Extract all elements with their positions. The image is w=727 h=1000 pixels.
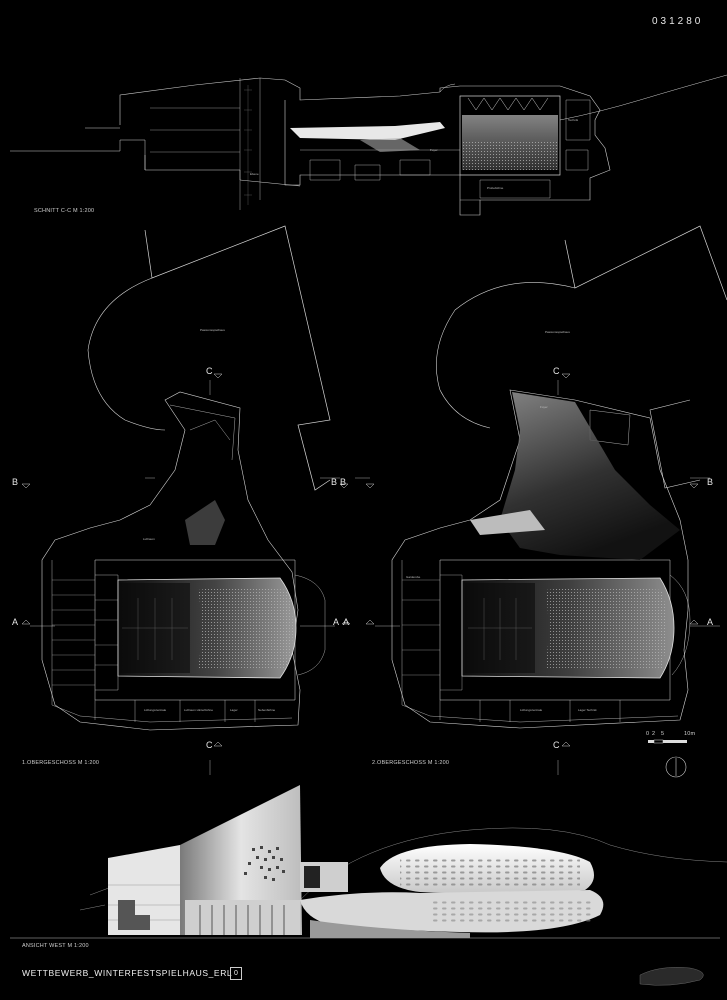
plan-left-room-label: Luftraum Hinterbühne (184, 708, 214, 712)
project-code: 031280 (652, 16, 704, 27)
plan-right-foyer (500, 392, 680, 560)
plan-right-landscape-label: Passionsspielhaus (545, 330, 570, 334)
scale-label-5: 5 (661, 731, 665, 737)
plan-right-marker-b-left: B (340, 477, 347, 487)
plan-left-stage-grid (122, 598, 188, 660)
plan-right-room-label: Lüftungszentrale (520, 708, 543, 712)
plan-left-drawing (30, 225, 340, 775)
elevation-caption: ANSICHT WEST M 1:200 (22, 943, 89, 949)
plan-left-marker-b-left: B (12, 477, 19, 487)
plan-right-drawing (355, 225, 727, 775)
plan-right-seating (545, 587, 667, 670)
plan-left-marker-a-left: A (12, 617, 19, 627)
plan-right-marker-a-right: A (707, 617, 714, 627)
plan-right-stair (470, 510, 545, 535)
plan-left-landscape-label: Passionsspielhaus (200, 328, 225, 332)
plan-left-seating (198, 587, 293, 670)
plan-right-stage-grid (468, 598, 532, 660)
section-cut-arrows (21, 373, 699, 747)
plan-right-marker-top: C (553, 366, 560, 376)
plan-left-stair (185, 500, 225, 545)
footer-vignette (639, 967, 704, 986)
plan-right-caption: 2.OBERGESCHOSS M 1:200 (372, 760, 450, 766)
north-arrow-icon (665, 756, 687, 778)
section-room-label: Foyer (430, 148, 438, 152)
section-room-label: Probebühne (487, 186, 504, 190)
section-seat-rows (462, 140, 558, 170)
plan-right-marker-a-left: A (343, 617, 350, 627)
plan-left-marker-b-right: B (331, 477, 338, 487)
plan-left-room-label: Luftraum (143, 537, 155, 541)
plan-left-caption: 1.OBERGESCHOSS M 1:200 (22, 760, 100, 766)
section-foyer-slab (290, 122, 445, 140)
section-stair (360, 138, 420, 152)
section-room-label: Technik (568, 118, 579, 122)
section-caption: SCHNITT C-C M 1:200 (34, 208, 95, 214)
plan-left-room-label: Lüftungszentrale (144, 708, 167, 712)
section-room-label: Ebene (250, 172, 259, 176)
section-drawing (10, 74, 727, 216)
section-level-ticks (244, 85, 252, 205)
plan-right-marker-b-right: B (707, 477, 714, 487)
plan-left-marker-bottom: C (206, 740, 213, 750)
plan-left-marker-top: C (206, 366, 213, 376)
scale-label-0: 0 (646, 731, 650, 737)
scale-bar (648, 739, 687, 744)
plan-left-marker-a-right: A (333, 617, 340, 627)
plan-right-marker-bottom: C (553, 740, 560, 750)
plan-right-room-label: Lager Technik (578, 708, 597, 712)
scale-label-2: 2 (652, 731, 656, 737)
sheet-title: WETTBEWERB_WINTERFESTSPIELHAUS_ERL (22, 968, 233, 978)
plan-right-room-label: Garderobe (406, 575, 421, 579)
page-number-box: 0 (230, 967, 242, 980)
plan-left-room-label: Nebenbühne (258, 708, 276, 712)
scale-label-10m: 10m (684, 731, 696, 737)
plan-right-room-label: Foyer (540, 405, 548, 409)
plan-left-room-label: Lager (230, 708, 238, 712)
elevation-drawing (10, 785, 727, 939)
